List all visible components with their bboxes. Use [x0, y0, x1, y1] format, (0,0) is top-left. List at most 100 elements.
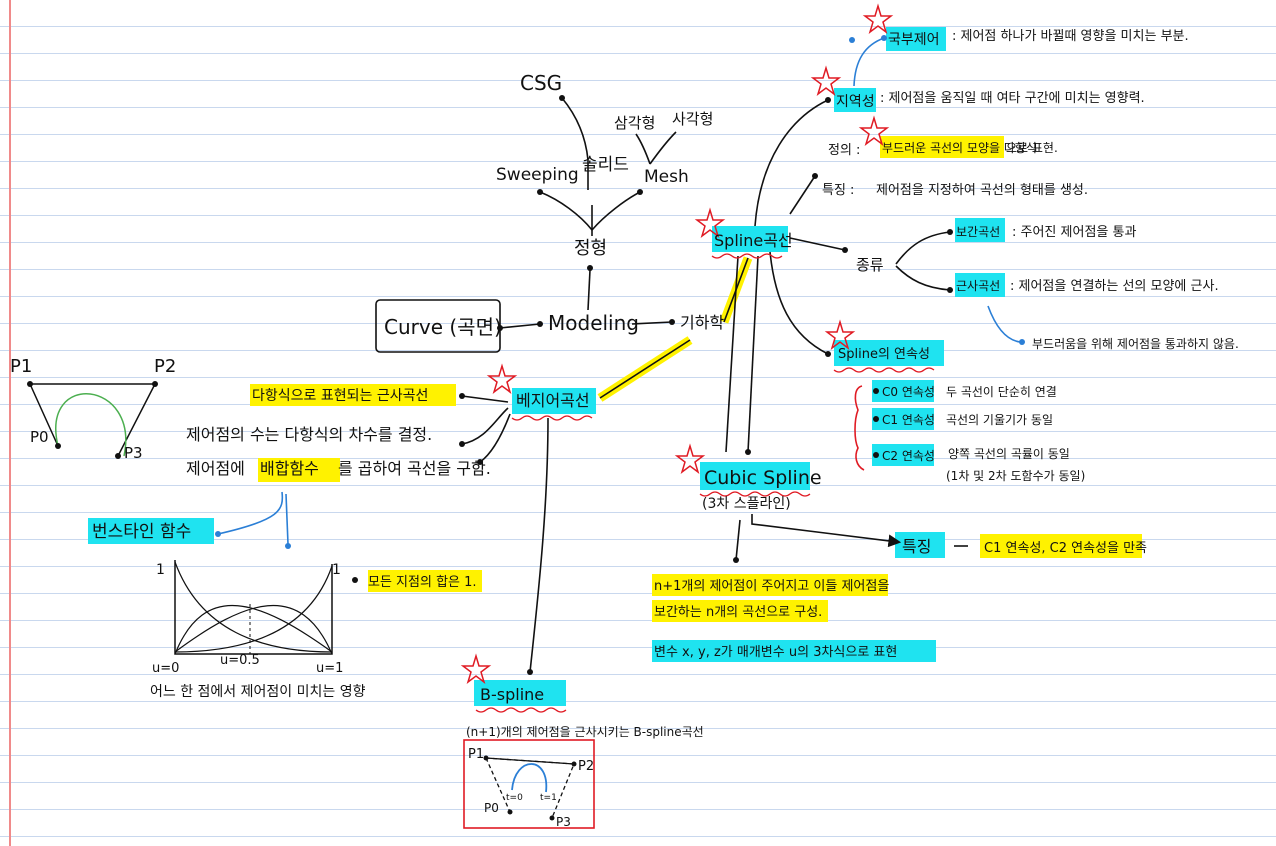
line-bezier-desc3: [479, 413, 511, 463]
bernstein-graph: 1 1 u=0 u=0.5 u=1 어느 한 점에서 제어점이 미치는 영향: [150, 560, 366, 700]
node-kinds: 종류: [856, 256, 884, 274]
highlight-cubic-desc1: [652, 574, 888, 596]
node-c2-desc: 양쪽 곡선의 곡률이 동일: [948, 447, 1070, 461]
bspline-label-t1: t=1: [540, 793, 557, 803]
bezier-label-p3: P3: [124, 444, 143, 462]
line-spline-cubic: [747, 255, 759, 453]
line-bezier-desc1: [461, 395, 509, 403]
bezier-curve-green: [55, 393, 127, 457]
line-modeling-solid: [587, 269, 591, 311]
node-cubic-desc1: n+1개의 제어점이 주어지고 이들 제어점을: [654, 579, 889, 594]
line-spline-locality: [754, 99, 829, 227]
connectors: [461, 97, 968, 673]
node-bspline-desc: (n+1)개의 제어점을 근사시키는 B-spline곡선: [466, 725, 704, 739]
node-bspline: B-spline: [480, 685, 544, 704]
node-triangle: 삼각형: [614, 114, 655, 132]
node-c0-desc: 두 곡선이 단순히 연결: [946, 385, 1057, 399]
node-approx-desc: : 제어점을 연결하는 선의 모양에 근사.: [1010, 279, 1219, 294]
highlight-continuity: [834, 340, 944, 366]
line-solid-sweeping: [539, 191, 593, 231]
node-approx: 근사곡선: [956, 279, 1000, 293]
highlight-locality: [834, 88, 876, 112]
line-spline-cubic2: [725, 255, 739, 453]
highlight-interp: [955, 218, 1005, 242]
graph-u05: u=0.5: [220, 653, 260, 668]
highlight-c2: [872, 444, 934, 466]
underline-bezier: [511, 415, 593, 421]
bspline-label-p3: P3: [556, 815, 571, 829]
bspline-label-t0: t=0: [506, 793, 523, 803]
underline-spline: [711, 253, 783, 259]
graph-curve-b2: [174, 605, 333, 655]
highlight-approx: [955, 273, 1005, 297]
line-modeling-geometry: [631, 321, 673, 325]
line-curve-modeling: [499, 323, 541, 329]
star-spline: [694, 207, 726, 238]
line-continuity-brace: [854, 385, 865, 471]
node-solid-sub: 솔리드: [582, 155, 629, 175]
arrow-locality-local: [853, 37, 885, 87]
node-locality-desc: : 제어점을 움직일 때 여타 구간에 미치는 영향력.: [880, 91, 1145, 106]
arrow-approx-note: [987, 305, 1021, 343]
underline-bspline: [475, 707, 567, 713]
bspline-sketch: P1 P2 P0 P3 t=0 t=1: [463, 739, 595, 829]
node-curve: Curve (곡면): [384, 315, 502, 339]
node-definition-label: 정의 :: [828, 143, 860, 158]
highlight-bspline-title: [474, 680, 566, 706]
highlight-cubic-desc3: [652, 640, 936, 662]
node-bezier-desc3-hl: 배합함수: [260, 459, 319, 478]
node-c1-desc: 곡선의 기울기가 동일: [946, 413, 1053, 427]
arrow-bernstein: [217, 491, 284, 535]
highlight-cubic-title: [700, 462, 810, 490]
curve-box: [375, 299, 501, 353]
node-bezier-desc1: 다항식으로 표현되는 근사곡선: [252, 388, 428, 404]
node-blend-note: 모든 지점의 합은 1.: [368, 575, 477, 590]
node-cubic-feature: 특징: [902, 537, 931, 556]
node-sweeping: Sweeping: [496, 165, 579, 185]
line-geom-bezier: [599, 339, 691, 399]
highlight-spline-title: [712, 226, 788, 252]
star-local-control: [862, 3, 894, 34]
line-spline-kinds: [789, 237, 846, 251]
underline-continuity: [833, 367, 935, 373]
notebook-margin-line: [9, 0, 11, 846]
node-modeling: Modeling: [548, 311, 639, 335]
line-cubic-feature: [751, 514, 902, 548]
graph-curve-b3: [174, 565, 333, 653]
line-spline-continuity: [769, 251, 829, 355]
node-c2: C2 연속성: [882, 449, 935, 463]
stars: [460, 3, 894, 684]
node-c2-desc2: (1차 및 2차 도함수가 동일): [946, 469, 1085, 483]
highlights: [88, 27, 1142, 706]
bspline-label-p0: P0: [484, 801, 499, 815]
arrow-bernstein-graph: [285, 493, 289, 545]
graph-u0: u=0: [152, 661, 179, 676]
node-c1: C1 연속성: [882, 413, 935, 427]
graph-curve-b0: [174, 561, 333, 653]
line-mesh-quad: [649, 131, 677, 165]
node-interp: 보간곡선: [956, 225, 1000, 239]
line-cubic-desc: [735, 519, 741, 561]
star-definition: [858, 115, 890, 146]
bezier-label-p2: P2: [154, 356, 176, 377]
star-locality: [810, 65, 842, 96]
underline-cubic: [699, 491, 811, 497]
bspline-label-p1: P1: [468, 747, 484, 762]
highlight-blend-note: [368, 570, 482, 592]
node-bezier-desc3-post: 를 곱하여 곡선을 구함.: [338, 459, 491, 478]
star-bezier: [486, 363, 518, 394]
highlight-c1: [872, 408, 934, 430]
line-sweep-csg: [561, 97, 589, 190]
graph-caption: 어느 한 점에서 제어점이 미치는 영향: [150, 684, 366, 700]
dots: [215, 35, 1025, 675]
highlight-cubic-desc2: [652, 600, 828, 622]
highlight-bezier-blend: [258, 458, 340, 482]
node-geometry: 기하학: [680, 313, 724, 332]
node-interp-desc: : 주어진 제어점을 통과: [1012, 225, 1136, 240]
text-nodes: Curve (곡면) Modeling 기하학 정형 Sweeping 솔리드 …: [92, 29, 1239, 739]
node-approx-note: 부드러움을 위해 제어점을 통과하지 않음.: [1032, 337, 1239, 351]
highlight-local-control: [886, 27, 946, 51]
highlight-c0: [872, 380, 934, 402]
line-mesh-tri: [635, 133, 651, 165]
